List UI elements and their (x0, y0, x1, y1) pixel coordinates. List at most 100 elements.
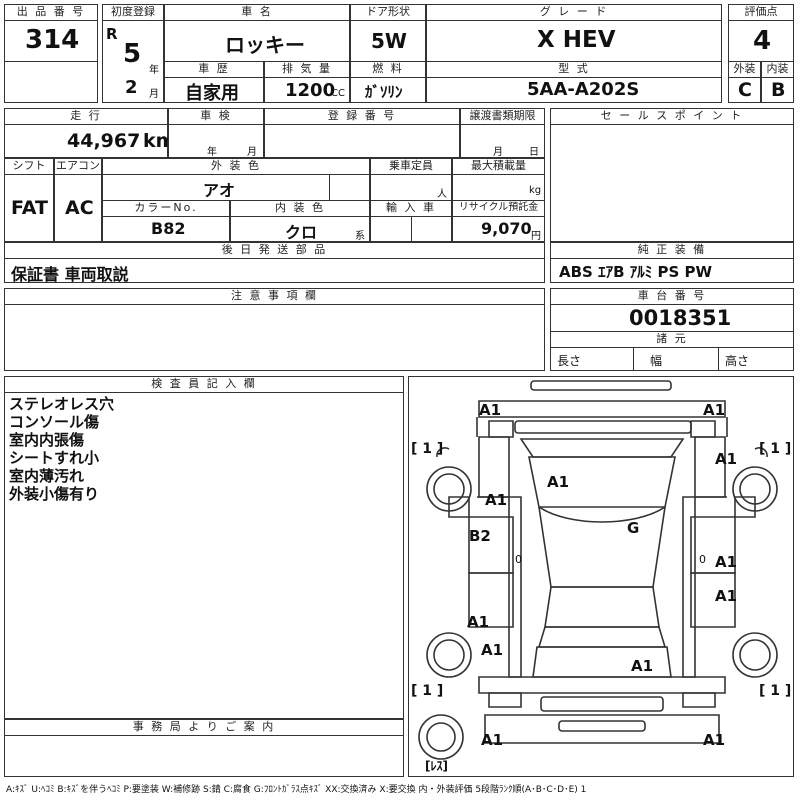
color-no-cell: B82 (102, 216, 230, 242)
color-blank (329, 174, 370, 201)
damage-mark: A1 (631, 657, 654, 675)
history-cell: 自家用 (164, 77, 264, 104)
reg-year: 5 (123, 39, 142, 69)
inspection-cell: 年 月 (168, 124, 264, 158)
capacity-label: 乗車定員 (370, 158, 452, 175)
note-line: コンソール傷 (9, 413, 100, 431)
transfer-cell: 月 日 (460, 124, 545, 158)
later-parts-cell: 保証書 車両取説 (4, 258, 545, 284)
note-line: 外装小傷有り (9, 485, 100, 503)
interior-unit: 系 (355, 231, 365, 242)
score: 4 (753, 26, 772, 56)
int-grade: B (771, 79, 786, 101)
door-label: ドア形状 (350, 4, 426, 21)
damage-mark: A1 (485, 491, 508, 509)
later-parts: 保証書 車両取説 (11, 265, 129, 284)
sales-point-cell (550, 124, 794, 242)
damage-mark: A1 (715, 587, 738, 605)
capacity-cell: 人 (370, 174, 452, 201)
lot-cell: 314 (4, 20, 98, 62)
int-label: 内装 (761, 61, 794, 78)
import-label: 輸 入 車 (370, 200, 452, 217)
mileage-label: 走 行 (4, 108, 168, 125)
inspection-label: 車 検 (168, 108, 264, 125)
interior-color-cell: クロ 系 (230, 216, 370, 242)
later-parts-label: 後 日 発 送 部 品 (4, 242, 545, 259)
grade-label: グ レ ー ド (426, 4, 722, 21)
note-line: ステレオレス穴 (9, 395, 115, 413)
tire-rear-left: [ 1 ] (411, 683, 444, 699)
first-reg-cell: R 5 年 2 月 (102, 20, 164, 103)
displacement-cell: 1200 CC (264, 77, 350, 103)
interior-color-label: 内 装 色 (230, 200, 370, 217)
year-unit: 年 (149, 65, 159, 76)
note-line: 室内内張傷 (9, 431, 85, 449)
reg-number-label: 登 録 番 号 (264, 108, 460, 125)
zero-mark-left: 0 (515, 553, 522, 566)
load-label: 最大積載量 (452, 158, 545, 175)
ac-cell: AC (54, 174, 102, 242)
displacement-label: 排 気 量 (264, 61, 350, 78)
load-cell: kg (452, 174, 545, 201)
displacement-unit: CC (331, 88, 345, 99)
chassis-cell: 0018351 (550, 304, 794, 332)
damage-mark: A1 (479, 401, 502, 419)
door-cell: 5W (350, 20, 426, 62)
office-label: 事 務 局 よ り ご 案 内 (4, 719, 404, 736)
transfer-label: 譲渡書類期限 (460, 108, 545, 125)
sales-point-label: セ ー ル ス ポ イ ン ト (550, 108, 794, 125)
office-cell (4, 735, 404, 777)
spec-width-cell: 幅 (633, 347, 719, 371)
zero-mark-right: 0 (699, 553, 706, 566)
fuel-cell: ｶﾞｿﾘﾝ (350, 77, 426, 103)
interior-color: クロ (285, 223, 318, 242)
car-outline (418, 380, 778, 760)
tire-rear-right: [ 1 ] (759, 683, 792, 699)
inspector-notes: ステレオレス穴 コンソール傷 室内内張傷 シートすれ小 室内薄汚れ 外装小傷有り (4, 392, 404, 719)
damage-mark: A1 (703, 401, 726, 419)
import-cell (370, 216, 452, 242)
shift-label: シフト (4, 158, 54, 175)
length-label: 長さ (557, 354, 582, 368)
inspector-label: 検 査 員 記 入 欄 (4, 376, 404, 393)
int-cell: B (761, 77, 794, 103)
insp-year-unit: 年 (207, 147, 217, 158)
mileage-cell: 44,967 km (4, 124, 175, 158)
damage-mark: A1 (467, 613, 490, 631)
chassis-number: 0018351 (629, 306, 732, 330)
shift-cell: FAT (4, 174, 54, 242)
mileage-unit: km (143, 130, 176, 152)
damage-mark: A1 (481, 731, 504, 749)
month-unit: 月 (149, 89, 159, 100)
car-diagram: A1 A1 A1 A1 A1 B2 G A1 A1 A1 A1 A1 A1 A1… (408, 376, 794, 777)
width-label: 幅 (650, 354, 663, 368)
caution-label: 注 意 事 項 欄 (4, 288, 545, 305)
lot-label: 出 品 番 号 (4, 4, 98, 21)
tire-front-left: [ 1 ] (411, 441, 444, 457)
note-line: シートすれ小 (9, 449, 100, 467)
first-reg-label: 初度登録 (102, 4, 164, 21)
reg-month: 2 (125, 77, 138, 98)
car-name-cell: ロッキー (164, 20, 350, 62)
car-name-label: 車 名 (164, 4, 350, 21)
car-name: ロッキー (225, 33, 305, 57)
color-no: B82 (151, 219, 186, 238)
spec-height-cell: 高さ (718, 347, 794, 371)
color: アオ (203, 181, 236, 200)
transfer-day: 日 (529, 147, 539, 158)
recycle-fee: 9,070 (481, 219, 532, 238)
grade-cell: X HEV (426, 20, 722, 62)
score-cell: 4 (728, 20, 794, 62)
tire-front-right: [ 1 ] (759, 441, 792, 457)
ac: AC (65, 197, 94, 219)
damage-mark: A1 (547, 473, 570, 491)
damage-mark: B2 (469, 527, 491, 545)
equipment-cell: ABS ｴｱB ｱﾙﾐ PS PW (550, 258, 794, 283)
color-label: 外 装 色 (102, 158, 370, 175)
model-cell: 5AA-A202S (426, 77, 722, 103)
fuel: ｶﾞｿﾘﾝ (365, 83, 403, 101)
lot-number: 314 (25, 25, 80, 55)
shift: FAT (11, 197, 48, 219)
door-type: 5W (371, 29, 407, 53)
equipment: ABS ｴｱB ｱﾙﾐ PS PW (559, 263, 713, 281)
